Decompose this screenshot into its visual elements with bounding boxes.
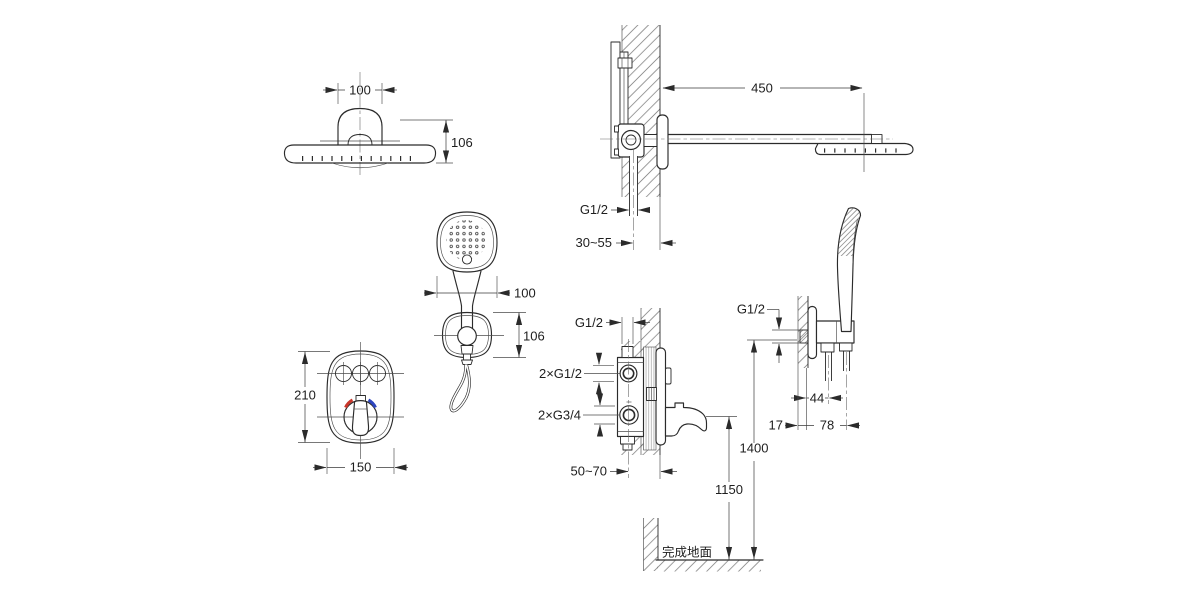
dim-label-holder-height: 1400 xyxy=(740,441,769,456)
hand-shower-holder-side-view: G1/2 44 17 78 1400 xyxy=(737,207,862,560)
pivot-dome xyxy=(347,134,373,146)
handle-nut xyxy=(839,342,853,352)
dim-label-thread: G1/2 xyxy=(580,202,608,217)
dim-label-thread: G1/2 xyxy=(737,302,765,317)
mixer-valve-side-view: G1/2 2×G1/2 2×G3/4 50~70 1150 xyxy=(538,308,743,560)
handle-inlet-tube xyxy=(843,351,850,371)
dim-label-embed-depth: 50~70 xyxy=(570,464,607,479)
hose-outlet-tube xyxy=(825,352,832,381)
dim-label-width: 100 xyxy=(349,83,371,98)
mode-button xyxy=(461,254,473,265)
top-outlet-port xyxy=(621,346,634,358)
dim-label-height: 106 xyxy=(523,329,545,344)
wall-thread xyxy=(799,329,809,344)
mixer-lever xyxy=(351,400,370,437)
escutcheon xyxy=(656,114,669,170)
overhead-shower-front-view: 100 106 xyxy=(283,72,473,178)
diverter-knob-side xyxy=(665,367,672,385)
dim-label-hose-offset: 44 xyxy=(810,391,824,406)
floor-section: 完成地面 xyxy=(643,518,764,572)
dim-label-reach: 78 xyxy=(820,418,834,433)
shower-head-disc xyxy=(283,144,437,164)
finished-floor-label: 完成地面 xyxy=(662,545,712,560)
dim-label-width: 100 xyxy=(514,286,536,301)
mount-dome xyxy=(337,107,383,146)
shower-head-side xyxy=(667,142,914,156)
shower-hose-loop xyxy=(449,364,471,413)
dim-label-wall-depth: 30~55 xyxy=(575,235,612,250)
bracket-screw xyxy=(617,57,633,69)
supply-pipe xyxy=(629,156,638,216)
hand-shower-handle xyxy=(452,270,482,329)
wall-nipple xyxy=(643,134,659,147)
trim-plate xyxy=(326,350,395,444)
swivel-ball xyxy=(457,326,477,346)
outlet-port-lower xyxy=(619,405,639,425)
dim-label-arm-length: 450 xyxy=(751,81,773,96)
floor-hatch xyxy=(657,560,761,572)
dim-label-height: 210 xyxy=(294,388,316,403)
hose-outlet-nut xyxy=(820,342,835,353)
dim-label-width: 150 xyxy=(350,460,372,475)
dim-label-outlet-threads: 2×G3/4 xyxy=(538,408,581,423)
valve-body xyxy=(616,356,645,438)
hand-shower-head xyxy=(436,211,498,273)
overhead-shower-side-view: 450 G1/2 30~55 xyxy=(575,25,914,250)
dim-label-wall-offset: 17 xyxy=(769,418,783,433)
dim-label-spout-height: 1150 xyxy=(715,482,743,497)
bottom-outlet-port xyxy=(620,436,635,445)
wall-section-hatch xyxy=(643,518,658,571)
dim-label-top-thread: G1/2 xyxy=(575,315,603,330)
hot-indicator-arc xyxy=(344,398,354,409)
holder-flange xyxy=(807,305,818,360)
dim-label-height: 106 xyxy=(451,135,473,150)
cold-indicator-arc xyxy=(367,398,377,409)
hose-nut xyxy=(460,345,474,355)
tub-spout xyxy=(664,402,708,437)
dim-label-inlet-threads: 2×G1/2 xyxy=(539,366,582,381)
spray-face-dots xyxy=(446,220,486,260)
hand-shower-front-view: 100 106 xyxy=(424,211,545,413)
mixer-trim-front-view: 210 150 xyxy=(294,342,408,475)
valve-cover-plate xyxy=(655,347,667,446)
